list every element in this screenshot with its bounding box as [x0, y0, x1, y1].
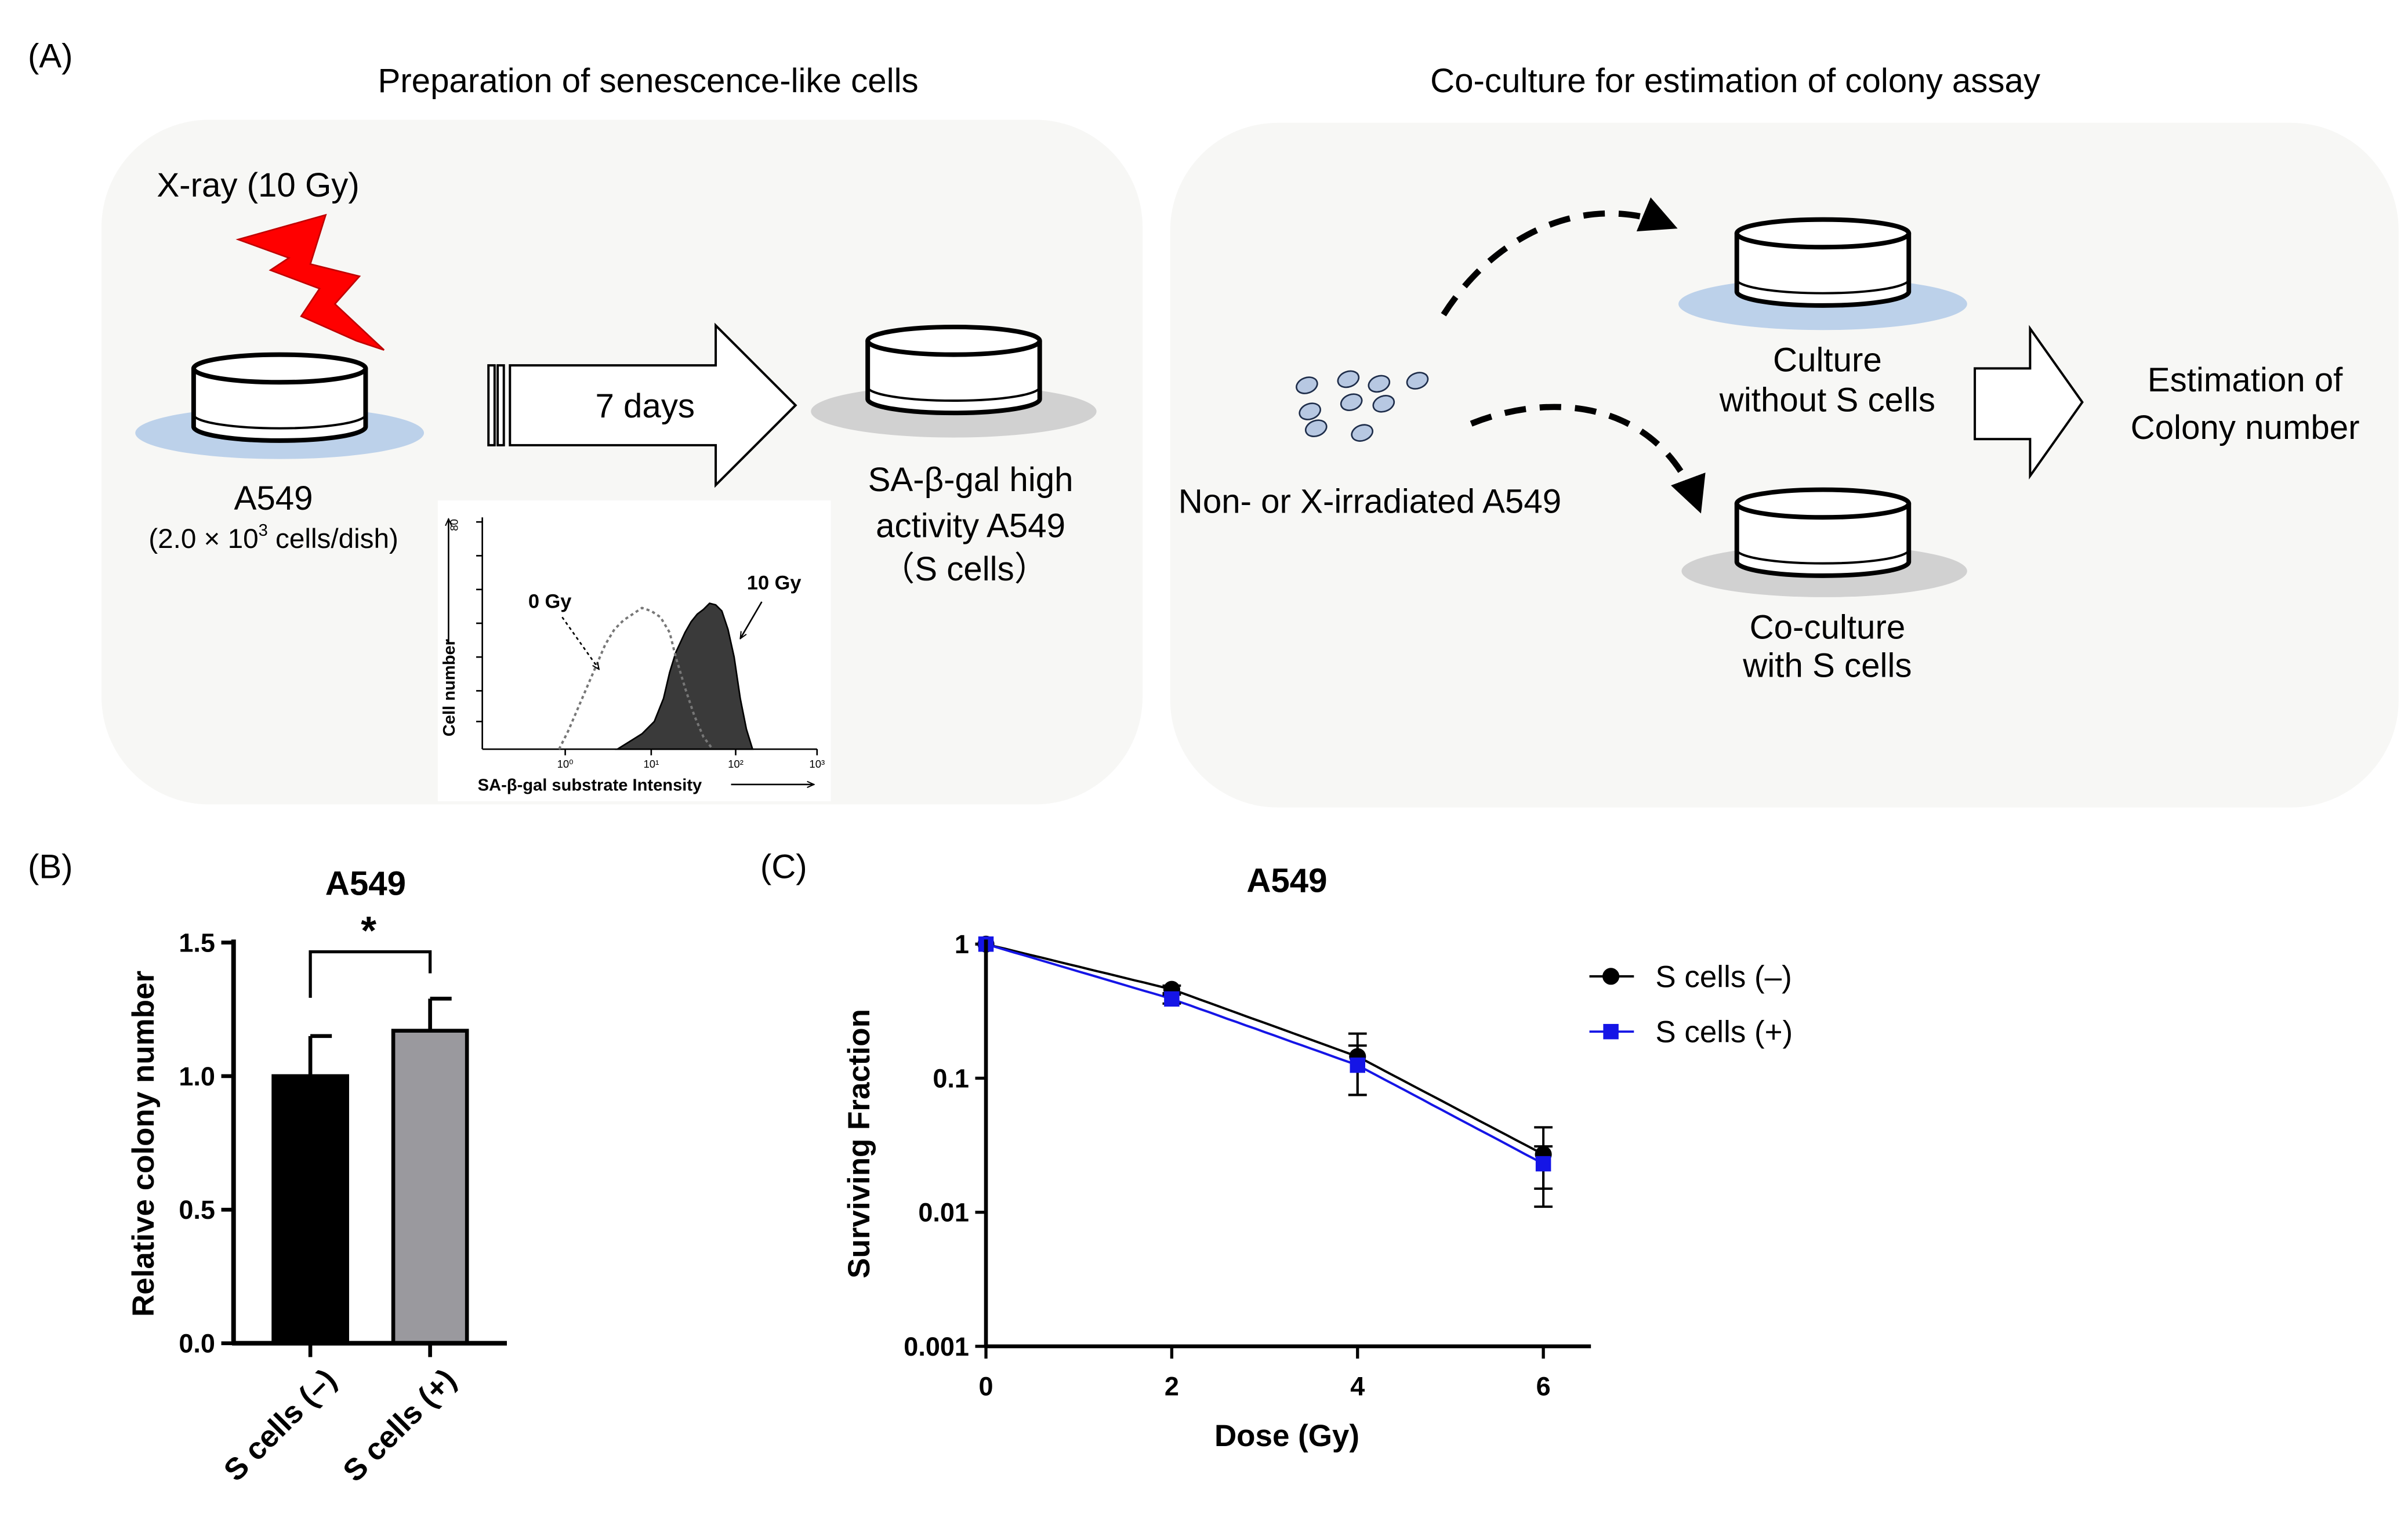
- histogram-xticks: 10⁰ 10¹ 10² 10³: [557, 758, 825, 770]
- bar: [391, 1029, 469, 1345]
- y-tick-label: 0.001: [904, 1332, 969, 1361]
- histogram-xtick: 10²: [728, 758, 744, 770]
- histogram-inset: 0 Gy 10 Gy 80 Cell number 10⁰ 10¹ 10² 10…: [437, 500, 831, 802]
- histogram-ymax: 80: [448, 519, 460, 531]
- chart-b-ticks: 0.0 0.5 1.0 1.5: [179, 928, 234, 1359]
- seven-days-arrow: [487, 322, 797, 488]
- category-label: S cells (+): [336, 1363, 463, 1489]
- arrow-to-culture: [1441, 197, 1678, 317]
- data-point: [1350, 1057, 1365, 1073]
- xray-label: X-ray (10 Gy): [157, 166, 359, 204]
- histogram-ylabel: Cell number: [440, 639, 459, 736]
- culture-label-line2: without S cells: [1719, 382, 1935, 419]
- series-line: [985, 943, 1544, 1156]
- panel-a: (A) Preparation of senescence-like cells…: [28, 37, 2399, 808]
- x-tick-label: 2: [1165, 1372, 1179, 1401]
- y-tick-label: 0.01: [918, 1198, 969, 1227]
- y-tick-label: 1: [955, 929, 969, 959]
- histogram-0gy-curve: [558, 606, 714, 750]
- right-section-title: Co-culture for estimation of colony assa…: [1430, 62, 2040, 100]
- data-point: [1535, 1156, 1551, 1172]
- dish-label: A549: [234, 480, 313, 517]
- histogram-label-10gy: 10 Gy: [747, 572, 802, 594]
- left-section-background: [101, 119, 1143, 805]
- panel-c: (C) A549 Surviving Fraction Dose (Gy) 1 0…: [760, 848, 1793, 1453]
- significance-bracket: [309, 950, 432, 998]
- chart-c-series: [977, 935, 1553, 1208]
- panel-c-label: (C): [760, 848, 807, 885]
- chart-c-xlabel: Dose (Gy): [1214, 1419, 1359, 1453]
- right-section-background: [1170, 122, 2399, 808]
- cells-icon: [1296, 370, 1429, 442]
- coculture-label-line2: with S cells: [1742, 647, 1912, 685]
- dish-s-cells-icon: [811, 324, 1097, 438]
- culture-label-line1: Culture: [1773, 342, 1882, 379]
- y-tick-label: 0.1: [933, 1063, 969, 1093]
- estimation-label-line2: Colony number: [2131, 409, 2360, 446]
- histogram-xlabel: SA-β-gal substrate Intensity: [478, 776, 702, 795]
- chart-b-categories: S cells (–)S cells (+): [217, 1343, 463, 1488]
- panel-a-label: (A): [28, 37, 73, 75]
- y-tick-label: 0.0: [179, 1329, 215, 1359]
- histogram-arrow-0gy: [561, 616, 599, 669]
- dish-coculture-icon: [1681, 487, 1967, 597]
- lightning-bolt-icon: [235, 213, 385, 351]
- x-tick-label: 4: [1350, 1372, 1365, 1401]
- chart-c-legend: S cells (–) S cells (+): [1589, 960, 1793, 1049]
- s-cells-label-line3: （S cells）: [881, 550, 1048, 588]
- histogram-label-0gy: 0 Gy: [528, 590, 572, 612]
- histogram-xtick: 10¹: [643, 758, 659, 770]
- x-tick-label: 0: [979, 1372, 993, 1401]
- estimation-label-line1: Estimation of: [2148, 361, 2343, 399]
- dish-a549-icon: [135, 352, 425, 459]
- cells-label: Non- or X-irradiated A549: [1178, 482, 1561, 520]
- bar: [271, 1074, 349, 1345]
- left-section-title: Preparation of senescence-like cells: [378, 62, 918, 100]
- chart-c-title: A549: [1246, 862, 1327, 899]
- y-tick-label: 0.5: [179, 1195, 215, 1225]
- s-cells-label-line2: activity A549: [876, 507, 1065, 545]
- legend-label: S cells (+): [1655, 1015, 1793, 1049]
- category-label: S cells (–): [217, 1363, 343, 1488]
- chart-c-ylabel: Surviving Fraction: [842, 1009, 876, 1279]
- y-tick-label: 1.0: [179, 1062, 215, 1091]
- s-cells-label-line1: SA-β-gal high: [868, 461, 1074, 499]
- legend-marker: [1603, 1023, 1619, 1040]
- chart-b-title: A549: [325, 865, 406, 903]
- x-tick-label: 6: [1536, 1372, 1551, 1401]
- days-label: 7 days: [595, 387, 695, 425]
- chart-b-bars: [271, 997, 469, 1345]
- panel-b: (B) A549 Relative colony number 0.0 0.5 1.…: [28, 848, 507, 1488]
- histogram-xtick: 10⁰: [557, 758, 574, 770]
- y-tick-label: 1.5: [179, 928, 215, 958]
- significance-star: *: [361, 908, 376, 953]
- legend-label: S cells (–): [1655, 960, 1792, 994]
- panel-b-label: (B): [28, 848, 73, 885]
- histogram-arrow-10gy: [740, 601, 763, 639]
- dish-culture-icon: [1678, 217, 1967, 331]
- arrow-to-coculture: [1470, 404, 1706, 514]
- cell-density-label: (2.0 × 103 cells/dish): [148, 521, 398, 554]
- histogram-xtick: 10³: [809, 758, 825, 770]
- coculture-label-line1: Co-culture: [1750, 608, 1906, 646]
- series-line: [985, 943, 1544, 1165]
- data-point: [1164, 991, 1180, 1007]
- legend-marker: [1602, 968, 1620, 985]
- chart-b-ylabel: Relative colony number: [126, 971, 161, 1317]
- chart-c-ticks: 1 0.1 0.01 0.001 0 2 4 6: [904, 929, 1550, 1401]
- histogram-10gy-curve: [615, 602, 754, 750]
- estimation-arrow: [1974, 325, 2084, 480]
